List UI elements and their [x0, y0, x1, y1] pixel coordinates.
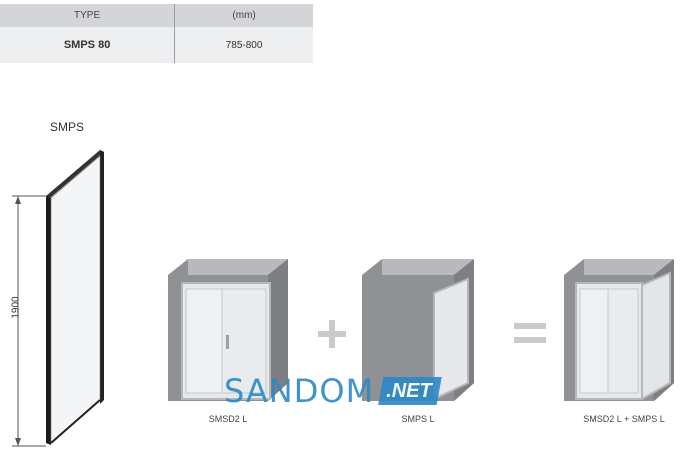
caption-combined: SMSD2 L + SMPS L	[583, 414, 665, 424]
caption-smsd2: SMSD2 L	[208, 414, 248, 424]
cell-size: 785-800	[174, 27, 313, 63]
door-handle	[226, 335, 229, 349]
panel-glass	[50, 155, 101, 444]
panel-front-profile	[46, 196, 51, 445]
door-sliding-pane	[221, 288, 267, 394]
height-label: 1900	[10, 296, 22, 319]
watermark-logo: SANDOM .NET	[224, 372, 442, 410]
plus-icon	[318, 320, 346, 348]
door-sliding-pane	[607, 288, 639, 394]
wall-right	[268, 259, 288, 401]
table-header-row: TYPE (mm)	[0, 4, 313, 27]
panel-back-profile	[100, 150, 104, 404]
watermark-text: SANDOM	[224, 372, 375, 410]
wall-top	[382, 259, 474, 275]
wall-top	[584, 259, 674, 275]
table-row: SMPS 80 785-800	[0, 27, 313, 63]
cell-type: SMPS 80	[0, 27, 175, 63]
panel-top-edge	[46, 150, 104, 198]
door-fixed-pane	[579, 288, 611, 394]
enclosure-combined	[564, 259, 674, 401]
watermark-badge: .NET	[378, 377, 442, 405]
equals-icon	[514, 323, 546, 343]
dimension-arrow-bottom	[15, 438, 21, 446]
side-panel-glass	[641, 271, 671, 401]
panel-bottom-edge	[50, 399, 101, 444]
spec-table: TYPE (mm) SMPS 80 785-800	[0, 4, 313, 63]
panel-drawing	[12, 150, 104, 447]
door-fixed-pane	[185, 288, 227, 394]
header-type: TYPE	[0, 4, 175, 27]
dimension-arrow-top	[15, 196, 21, 204]
enclosure-smsd2	[168, 259, 288, 401]
side-panel-glass	[433, 277, 469, 401]
panel-title: SMPS	[50, 120, 85, 134]
header-mm: (mm)	[174, 4, 313, 27]
wall-top	[188, 259, 288, 275]
caption-smps: SMPS L	[401, 414, 435, 424]
enclosure-smps	[362, 259, 474, 401]
